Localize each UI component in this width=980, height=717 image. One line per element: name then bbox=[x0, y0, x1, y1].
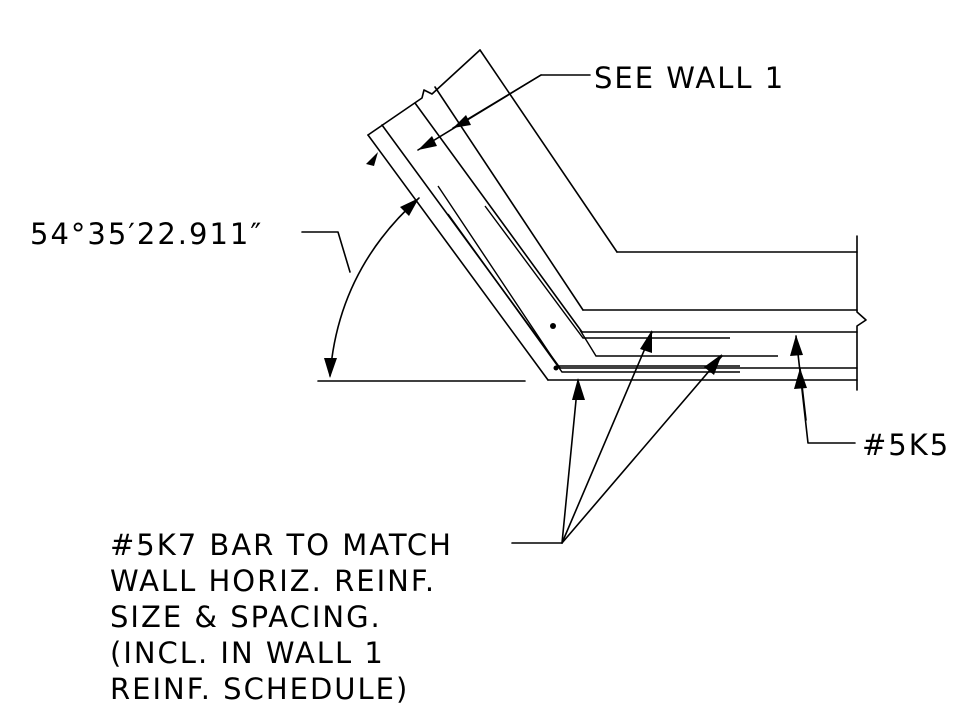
bar-5k7-leader bbox=[511, 330, 723, 544]
bar-5k7-arrow-1 bbox=[572, 378, 585, 400]
bar-5k5-arrow-lower bbox=[794, 368, 807, 389]
bar-5k7-note-line-5: REINF. SCHEDULE) bbox=[110, 672, 409, 706]
bar-5k7-note-line-3: SIZE & SPACING. bbox=[110, 600, 382, 634]
bar-5k7-note-line-1: #5K7 BAR TO MATCH bbox=[110, 528, 453, 562]
horizontal-wall-outline bbox=[547, 235, 867, 391]
angle-label: 54°35′22.911″ bbox=[30, 217, 263, 251]
bar-5k5 bbox=[579, 329, 778, 357]
wall-tick-mark bbox=[366, 152, 378, 166]
bar-5k5-leader bbox=[790, 335, 856, 444]
bar-5k5-label: #5K5 bbox=[862, 428, 950, 462]
bar-5k7-outer bbox=[437, 185, 740, 367]
see-wall-leader bbox=[417, 74, 591, 151]
bar-5k7-note-line-4: (INCL. IN WALL 1 bbox=[110, 636, 385, 670]
angle-dimension bbox=[301, 152, 526, 382]
bar-5k7-inner bbox=[484, 205, 730, 339]
see-wall-arrow-1 bbox=[418, 136, 437, 150]
see-wall-label: SEE WALL 1 bbox=[594, 61, 785, 95]
bar-dot-upper bbox=[550, 323, 556, 329]
bar-5k7-note-line-2: WALL HORIZ. REINF. bbox=[110, 564, 436, 598]
bar-5k5-arrow-upper bbox=[790, 335, 803, 356]
bar-5k7-arrow-2 bbox=[640, 330, 652, 353]
angle-arrow-head-bottom bbox=[324, 358, 337, 378]
see-wall-arrow-2 bbox=[453, 115, 471, 128]
bar-5k7-arrow-3 bbox=[704, 354, 722, 375]
bar-5k7-outer-2 bbox=[447, 213, 740, 373]
bar-5k7-note: #5K7 BAR TO MATCH WALL HORIZ. REINF. SIZ… bbox=[110, 528, 453, 706]
angle-arrow-head-top bbox=[400, 198, 419, 216]
reinforcing-bars bbox=[437, 185, 778, 373]
bar-dot-lower bbox=[553, 365, 559, 371]
